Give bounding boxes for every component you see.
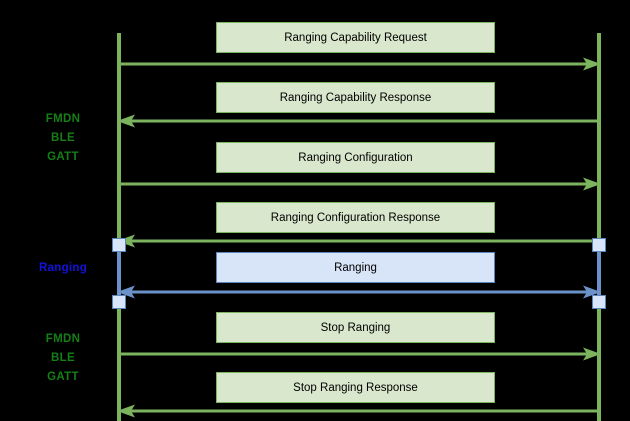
lifeline-left [117, 33, 121, 421]
lifeline-right [597, 33, 601, 421]
activation-line-left [117, 244, 121, 302]
message-box-ranging-configuration-response: Ranging Configuration Response [216, 202, 495, 233]
phase-label-fmdn-ble-gatt-top: FMDN BLE GATT [45, 113, 81, 163]
arrow-ranging-capability-response [117, 113, 601, 129]
phase-label-fmdn-ble-gatt-bottom: FMDN BLE GATT [45, 333, 81, 383]
arrow-ranging-configuration-response [117, 233, 601, 249]
activation-box-right-bottom [592, 295, 606, 309]
activation-line-right [597, 244, 601, 302]
arrow-stop-ranging [117, 346, 601, 362]
activation-box-left-bottom [112, 295, 126, 309]
arrow-stop-ranging-response [117, 403, 601, 419]
phase-label-ranging: Ranging [38, 262, 88, 274]
message-box-ranging: Ranging [216, 252, 495, 283]
message-box-ranging-capability-response: Ranging Capability Response [216, 82, 495, 113]
message-box-stop-ranging-response: Stop Ranging Response [216, 372, 495, 403]
message-box-stop-ranging: Stop Ranging [216, 312, 495, 343]
arrow-ranging-bidirectional [117, 284, 601, 300]
arrow-ranging-configuration [117, 176, 601, 192]
activation-box-right-top [592, 238, 606, 252]
activation-box-left-top [112, 238, 126, 252]
message-box-ranging-capability-request: Ranging Capability Request [216, 22, 495, 53]
message-box-ranging-configuration: Ranging Configuration [216, 142, 495, 173]
arrow-ranging-capability-request [117, 56, 601, 72]
